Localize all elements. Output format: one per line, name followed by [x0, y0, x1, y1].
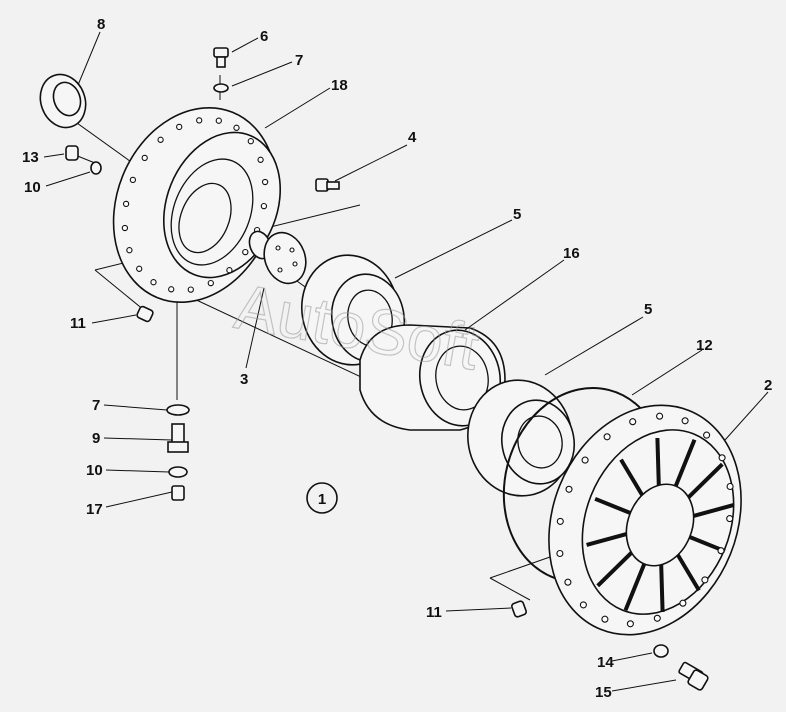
- callout-label: 17: [86, 501, 103, 518]
- bolt-hole: [260, 202, 268, 210]
- callout-label: 12: [696, 337, 713, 354]
- bolt-hole: [629, 418, 637, 426]
- bolt-11-lower-part: [511, 600, 527, 618]
- small-bolt-part: [65, 145, 102, 175]
- callout-labels: 8 6 7 18 13 10 4 5 16 11 3 5 12 2 7 9 10…: [22, 16, 772, 701]
- bolt-hole: [581, 456, 589, 464]
- leader-lines: [43, 31, 769, 692]
- bolt-hole: [656, 412, 664, 420]
- bearing-lower-part: [467, 379, 575, 497]
- cover-spoke: [596, 551, 633, 588]
- cover-spoke: [623, 563, 647, 612]
- bolt-hole: [565, 485, 573, 493]
- bolt-hole: [247, 138, 254, 145]
- bolt-part: [315, 178, 340, 192]
- bolt-hole: [679, 599, 687, 607]
- bolt-hole: [176, 123, 183, 131]
- cover-spoke: [659, 564, 665, 613]
- callout-label: 7: [295, 52, 303, 69]
- bolt-hole: [726, 515, 734, 523]
- bolt-hole: [215, 117, 222, 124]
- housing-bolt-holes: [121, 117, 269, 293]
- bolt-hole: [626, 620, 634, 628]
- callout-label: 2: [764, 377, 772, 394]
- bolt-hole: [126, 247, 133, 254]
- callout-label: 14: [597, 654, 614, 671]
- bolt-hole: [196, 117, 203, 124]
- bolt-hole: [226, 267, 233, 274]
- figure-number: 1: [306, 482, 338, 514]
- callout-label: 10: [24, 179, 41, 196]
- bolt-hole: [718, 454, 726, 462]
- callout-label: 15: [595, 684, 612, 701]
- callout-label: 16: [563, 245, 580, 262]
- bolt-hole: [150, 279, 157, 286]
- bolt-hole: [701, 576, 709, 584]
- callout-label: 6: [260, 28, 268, 45]
- stud-stack-part: [166, 404, 190, 501]
- bolt-hole: [564, 578, 572, 586]
- bolt-hole: [187, 286, 194, 293]
- bolt-hole: [261, 178, 269, 186]
- splined-hub-part: [248, 230, 307, 285]
- cover-spokes: [586, 437, 734, 613]
- cover-spoke: [586, 532, 627, 547]
- figure-number-text: 1: [318, 491, 326, 508]
- cover-spoke: [673, 438, 697, 487]
- bolt-hole: [136, 265, 143, 272]
- callout-label: 10: [86, 462, 103, 479]
- cover-spoke: [693, 503, 734, 518]
- cover-spoke: [676, 553, 701, 592]
- callout-label: 5: [513, 206, 521, 223]
- callout-label: 11: [426, 604, 442, 621]
- callout-label: 11: [70, 315, 86, 332]
- callout-label: 7: [92, 397, 100, 414]
- bolt-hole: [601, 615, 609, 623]
- bolt-hole: [703, 431, 711, 439]
- bolt-hole: [556, 517, 564, 525]
- bolt-hole: [168, 286, 175, 293]
- callout-label: 3: [240, 371, 248, 388]
- washer-and-bolt-part: [653, 644, 709, 691]
- bolt-11-upper-part: [136, 305, 154, 323]
- bolt-hole: [129, 176, 137, 184]
- bolt-hole: [121, 224, 129, 232]
- bolt-hole: [653, 614, 661, 622]
- callout-label: 4: [408, 129, 417, 146]
- callout-label: 13: [22, 149, 39, 166]
- bolt-hole: [242, 248, 249, 256]
- callout-label: 5: [644, 301, 652, 318]
- bolt-hole: [207, 279, 214, 287]
- bolt-hole: [233, 124, 240, 131]
- bolt-hole: [157, 136, 164, 143]
- plug-bolt-part: [213, 47, 229, 93]
- bolt-hole: [122, 200, 130, 208]
- bolt-hole: [141, 154, 148, 162]
- callout-label: 8: [97, 16, 105, 33]
- bolt-hole: [257, 156, 264, 163]
- bolt-hole: [556, 549, 564, 558]
- cover-bolt-holes: [556, 412, 734, 628]
- cover-spoke: [619, 458, 644, 497]
- callout-label: 9: [92, 430, 100, 447]
- cover-spoke: [687, 462, 724, 499]
- callout-label: 18: [331, 77, 348, 94]
- bolt-hole: [717, 547, 725, 555]
- oil-seal-part: [39, 73, 87, 129]
- bolt-hole: [726, 482, 734, 491]
- bolt-hole: [681, 417, 689, 425]
- cover-spoke: [655, 437, 661, 486]
- cover-spoke: [594, 496, 632, 515]
- bolt-hole: [579, 601, 587, 609]
- bolt-hole: [603, 433, 611, 441]
